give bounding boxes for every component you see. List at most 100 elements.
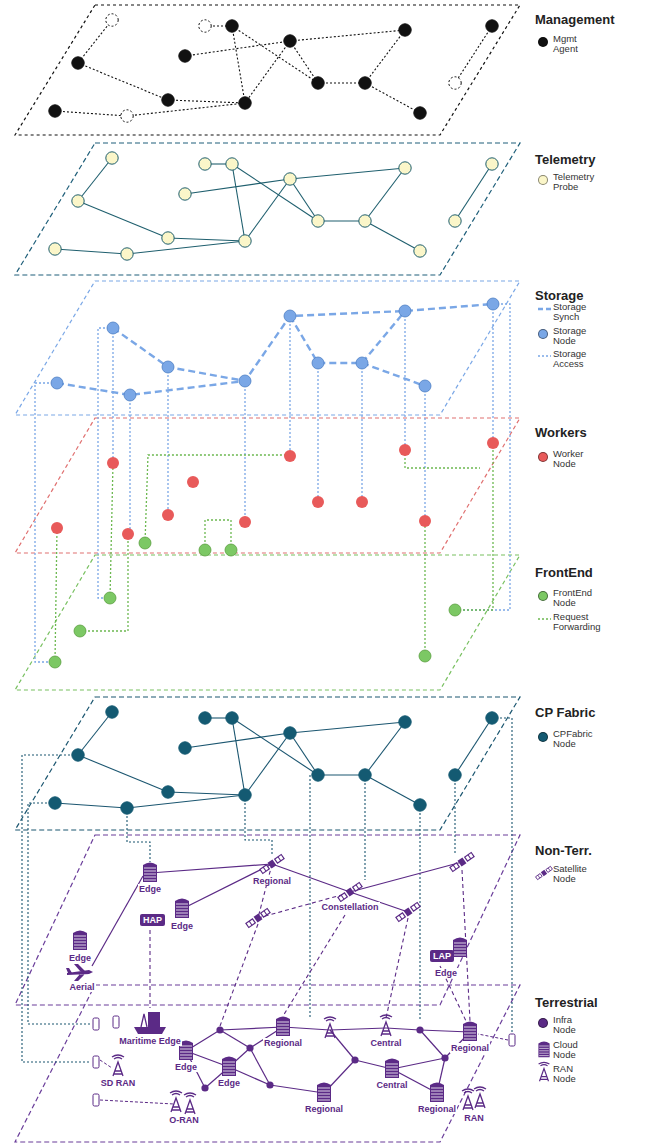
storage-node: [239, 375, 251, 387]
infra-node: [201, 1084, 208, 1091]
layer-plane: CP Fabric: [15, 697, 635, 830]
cp-fabric-node: [49, 797, 61, 809]
mgmt-agent-node: [359, 77, 371, 89]
drawing-part: [74, 945, 86, 946]
legend-entry: Telemetry Probe: [538, 172, 594, 193]
platform-tag: HAP: [140, 914, 165, 926]
worker-node: [107, 457, 119, 469]
request-forwarding-line: [110, 463, 113, 598]
cp-fabric-link: [78, 755, 168, 792]
drawing-part: [453, 855, 471, 869]
telemetry-probe-node: [162, 232, 174, 244]
storage-access-line: [424, 386, 425, 521]
drawing-part: [144, 871, 156, 872]
terrestrial-link: [270, 1085, 324, 1093]
telemetry-probe-node: [199, 158, 211, 170]
mgmt-agent-node: [239, 97, 251, 109]
terrestrial-link: [283, 1027, 330, 1030]
terrestrial-link: [250, 1048, 270, 1085]
legend-text: CPFabric Node: [553, 729, 593, 750]
legend-swatch: [538, 329, 548, 339]
layer-plane: FrontEnd: [15, 555, 635, 690]
satellite-icon: [535, 866, 553, 880]
cloud-node-icon: [175, 899, 189, 919]
drawing-part: [464, 1027, 476, 1028]
plane-outline: [15, 835, 635, 1005]
drawing-part: [74, 942, 86, 943]
drawing-part: [539, 1048, 549, 1049]
site-label: Edge: [170, 921, 194, 931]
user-device-icon: [93, 1056, 99, 1068]
drawing-part: [176, 904, 188, 905]
telemetry-probe-link: [127, 241, 245, 254]
drawing-part: [539, 1062, 550, 1081]
cp-fabric-link: [455, 718, 492, 775]
legend-text: Cloud Node: [553, 1040, 578, 1061]
drawing-part: [176, 916, 188, 917]
layer-heading: Storage: [535, 288, 583, 303]
telemetry-probe-node: [72, 195, 84, 207]
legend-text: Worker Node: [553, 449, 583, 470]
site-label: Aerial: [68, 982, 95, 992]
storage-nodes: [51, 298, 499, 401]
terrestrial-link: [420, 1030, 470, 1032]
site-label: SD RAN: [100, 1078, 137, 1088]
telemetry-probe-node: [399, 162, 411, 174]
worker-node: [356, 496, 368, 508]
drawing-part: [144, 868, 156, 869]
legend-entry: Mgmt Agent: [538, 34, 578, 55]
mgmt-agent-node: [179, 50, 191, 62]
terrestrial-link: [220, 1030, 250, 1048]
cp-fabric-node: [239, 789, 251, 801]
legend-text: Request Forwarding: [553, 612, 601, 633]
storage-access-line: [317, 363, 318, 502]
satellite-icon: [259, 854, 284, 875]
legend-entry: FrontEnd Node: [538, 588, 592, 609]
cp-fabric-node: [399, 716, 411, 728]
drawing-part: [277, 1028, 289, 1029]
drawing-part: [454, 952, 466, 953]
frontend-nodes: [49, 537, 461, 668]
drawing-part: [399, 905, 417, 919]
plane-border: [15, 281, 520, 415]
mgmt-agent-node: [106, 14, 118, 26]
drawing-part: [324, 1017, 336, 1038]
telemetry-probe-node: [284, 173, 296, 185]
feeder-link: [258, 864, 272, 918]
mgmt-agent-node: [162, 94, 174, 106]
cp-fabric-node: [226, 712, 238, 724]
telemetry-probe-link: [78, 158, 112, 201]
storage-access-line: [404, 311, 405, 450]
terrestrial-link: [220, 1027, 283, 1030]
mgmt-agent-node: [72, 57, 84, 69]
cp-fabric-link: [245, 795, 272, 855]
drawing-part: [176, 913, 188, 914]
telemetry-probe-node: [449, 215, 461, 227]
telemetry-probe-link: [245, 179, 290, 241]
drawing-part: [112, 1055, 124, 1076]
cp-fabric-link: [127, 795, 245, 808]
drawing-part: [431, 1094, 443, 1095]
drawing-part: [464, 1039, 476, 1040]
ran-node-icon: [112, 1055, 124, 1076]
mgmt-agent-link: [455, 26, 492, 83]
legend-entry: Storage Node: [538, 326, 586, 347]
storage-access-line: [112, 328, 113, 463]
ran-node-icon: [184, 1093, 196, 1114]
feeder-link: [386, 918, 408, 1018]
drawing-part: [144, 874, 156, 875]
telemetry-probe-layer: [49, 152, 498, 260]
drawing-part: [170, 1091, 182, 1112]
aerial-icon: [66, 964, 93, 981]
frontend-node: [419, 650, 431, 662]
legend-entry: Satellite Node: [538, 864, 587, 885]
satellite-icon: [449, 852, 474, 873]
legend-line-sample: [538, 308, 551, 310]
infra-node: [441, 1054, 448, 1061]
drawing-part: [449, 852, 474, 873]
plane-border: [15, 697, 520, 830]
mgmt-agent-link: [78, 20, 112, 63]
drawing-part: [386, 1067, 398, 1068]
drawing-part: [431, 1100, 443, 1101]
drawing-part: [509, 1034, 515, 1046]
